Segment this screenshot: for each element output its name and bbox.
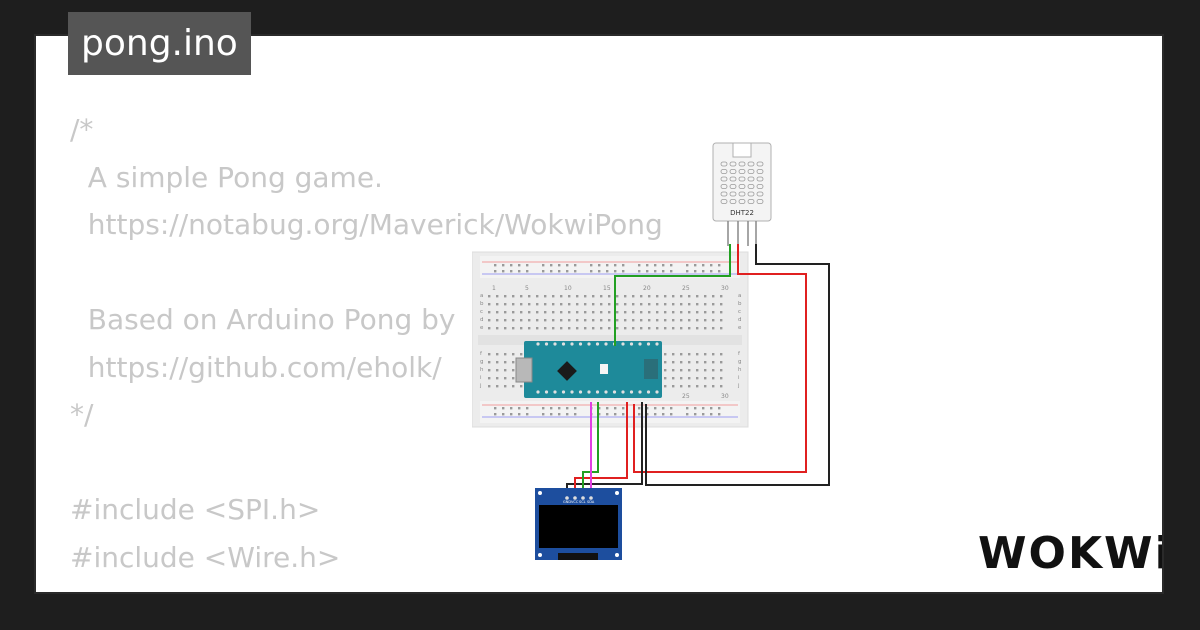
breadboard-letter: f: [738, 351, 741, 357]
code-line: /*: [70, 113, 94, 146]
breadboard-number: 25: [682, 285, 690, 292]
oled-pin-label: SDA: [587, 500, 595, 504]
wire-black: [645, 244, 830, 486]
breadboard-letter: g: [738, 359, 742, 365]
breadboard-number: 25: [682, 393, 690, 400]
breadboard-letter: d: [480, 317, 484, 323]
code-line: #include <Wire.h>: [70, 540, 341, 574]
filename-tag: pong.ino: [68, 12, 251, 75]
breadboard-letter: e: [480, 325, 484, 331]
breadboard-number: 1: [492, 285, 496, 292]
breadboard-letter: i: [480, 375, 482, 381]
breadboard-letter: d: [738, 317, 742, 323]
dht22-label: DHT22: [730, 209, 754, 217]
dht22-sensor: DHT22: [712, 142, 772, 246]
code-line: #include <SPI.h>: [70, 493, 321, 526]
breadboard-number: 10: [564, 285, 572, 292]
code-line: A simple Pong game.: [70, 160, 383, 194]
breadboard-letter: f: [480, 351, 483, 357]
breadboard-letter: g: [480, 359, 484, 365]
wokwi-logo: WOKWi: [978, 528, 1164, 579]
circuit-diagram: 1 5 10 15 20 25 30 5 10 15 20 25 30 aabb…: [472, 142, 830, 560]
oled-pin-label: GND: [563, 500, 571, 504]
breadboard-letter: a: [480, 293, 483, 299]
breadboard-letter: a: [738, 293, 741, 299]
wire-red: [633, 244, 807, 473]
breadboard-letter: b: [738, 301, 742, 307]
breadboard-number: 30: [721, 285, 729, 292]
code-line: Based on Arduino Pong by: [70, 303, 456, 336]
breadboard-number: 15: [603, 285, 611, 292]
oled-display: GND VCC SCL SDA: [535, 488, 622, 560]
code-line: https://notabug.org/Maverick/WokwiPong: [70, 208, 663, 241]
code-line: #include <Adafruit_GFX.h>: [70, 581, 663, 592]
arduino-nano: [515, 341, 662, 398]
code-line: https://github.com/eholk/: [70, 350, 442, 384]
wire-green: [614, 244, 731, 346]
code-listing: /* A simple Pong game. https://notabug.o…: [70, 106, 663, 592]
breadboard-letter: h: [738, 367, 742, 373]
breadboard-letter: c: [738, 309, 741, 315]
breadboard-letter: j: [737, 383, 740, 389]
breadboard-letter: h: [480, 367, 484, 373]
breadboard-number: 5: [525, 285, 529, 292]
oled-pin-label: SCL: [579, 500, 586, 504]
breadboard-letter: i: [738, 375, 740, 381]
breadboard-letter: e: [738, 325, 742, 331]
preview-card: /* A simple Pong game. https://notabug.o…: [34, 34, 1164, 594]
breadboard-letter: j: [479, 383, 482, 389]
breadboard-letter: c: [480, 309, 483, 315]
breadboard-number: 20: [643, 285, 651, 292]
breadboard: 1 5 10 15 20 25 30 5 10 15 20 25 30 aabb…: [472, 251, 749, 428]
code-line: */: [70, 398, 94, 431]
breadboard-letter: b: [480, 301, 484, 307]
breadboard-number: 30: [721, 393, 729, 400]
oled-pin-label: VCC: [571, 500, 579, 504]
